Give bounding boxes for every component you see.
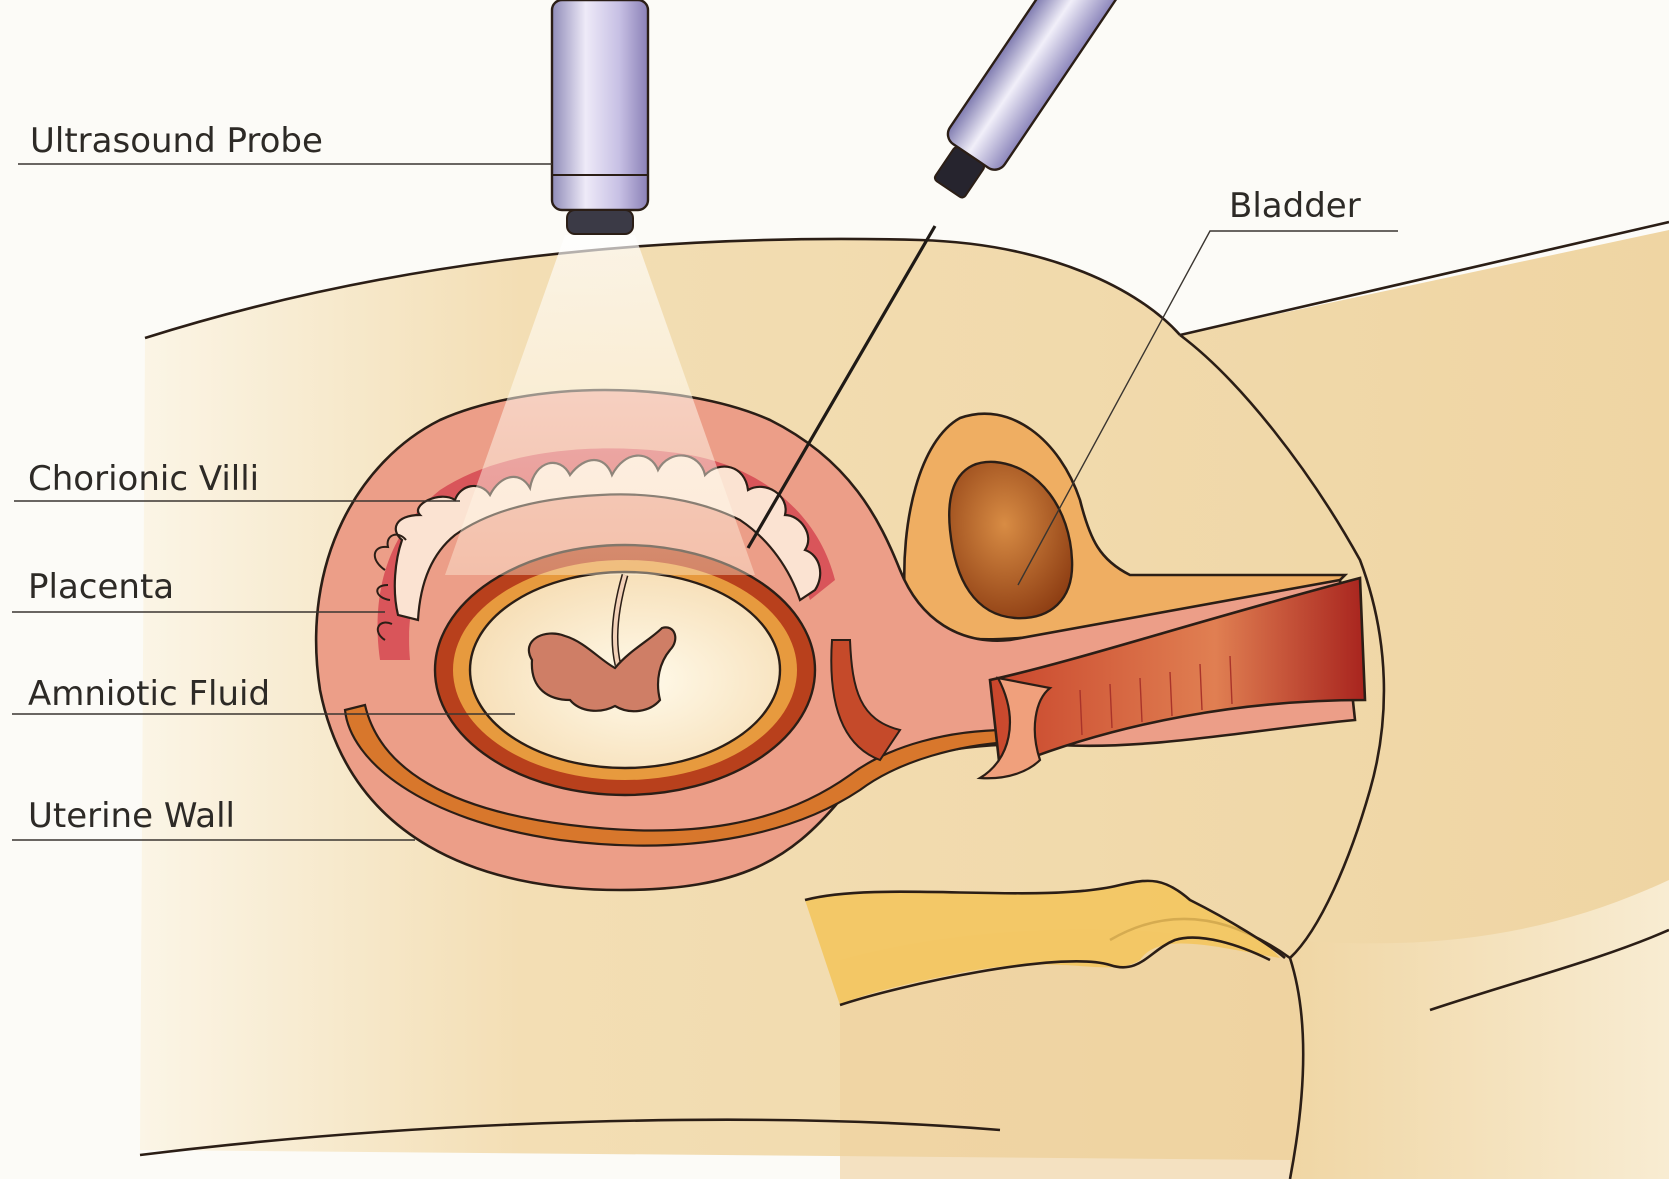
label-amniotic-fluid: Amniotic Fluid [28, 674, 270, 714]
label-placenta: Placenta [28, 567, 174, 607]
label-ultrasound-probe: Ultrasound Probe [30, 121, 323, 161]
label-bladder: Bladder [1229, 186, 1361, 226]
label-uterine-wall: Uterine Wall [28, 796, 235, 836]
label-chorionic-villi: Chorionic Villi [28, 459, 259, 499]
probe-tip [567, 210, 633, 234]
ultrasound-probe [552, 0, 648, 234]
probe-handle [552, 0, 648, 210]
